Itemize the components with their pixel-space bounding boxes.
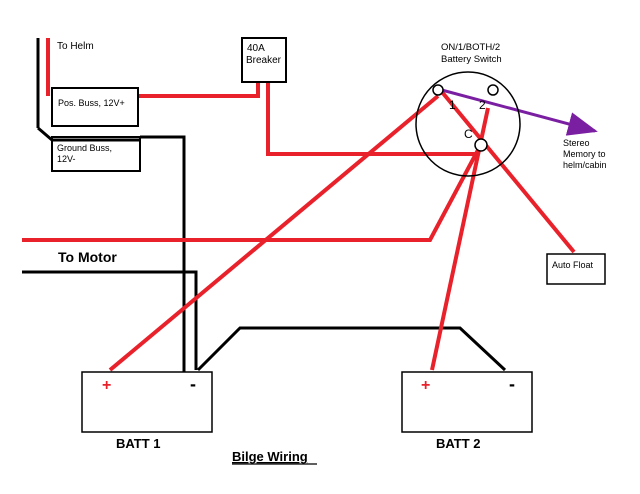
negative-wires: [22, 38, 507, 372]
battery-switch-body: [415, 71, 521, 177]
switch-terminal-2: [487, 84, 499, 96]
batt2-label: BATT 2: [436, 436, 481, 451]
battery-link-negative-wire: [196, 326, 507, 372]
switch-terminal-c: [474, 138, 488, 152]
stereo-memory-wire: [437, 87, 598, 136]
to-helm-label: To Helm: [57, 41, 94, 52]
terminal-2-label: 2: [479, 98, 486, 112]
auto-float-box: Auto Float: [546, 253, 606, 285]
stereo-label-line1: Stereo: [563, 138, 590, 148]
breaker-label-line1: 40A: [247, 43, 265, 54]
positive-wires: [22, 38, 576, 372]
ground-wire-to-batt1: [140, 135, 186, 372]
ground-buss-label-line1: Ground Buss,: [57, 143, 112, 153]
stereo-label-line2: Memory to: [563, 149, 606, 159]
to-motor-label: To Motor: [58, 249, 117, 265]
breaker-to-switch-wire: [266, 82, 476, 156]
batt2-plus-sign: +: [421, 377, 430, 394]
ground-buss-feed-wire: [37, 126, 140, 142]
pos-buss-label: Pos. Buss, 12V+: [58, 98, 125, 108]
pos-buss-to-breaker-wire: [138, 80, 260, 98]
switch-terminal-1: [432, 84, 444, 96]
batt1-minus-sign: -: [190, 374, 196, 394]
breaker-box: 40A Breaker: [241, 37, 287, 83]
switch-label-line2: Battery Switch: [441, 54, 502, 65]
diagram-caption: Bilge Wiring: [232, 449, 308, 464]
batt1-label: BATT 1: [116, 436, 161, 451]
breaker-label-line2: Breaker: [246, 55, 282, 66]
batt1-plus-sign: +: [102, 377, 111, 394]
auto-float-wire: [440, 90, 576, 254]
battery-switch: 1 2 C: [415, 71, 521, 177]
battery-2: + -: [401, 371, 533, 433]
terminal-c-label: C: [464, 127, 473, 141]
motor-positive-wire: [22, 149, 480, 242]
motor-negative-wire: [22, 270, 198, 370]
terminal-1-label: 1: [449, 98, 456, 112]
switch-label-line1: ON/1/BOTH/2: [441, 42, 500, 53]
stereo-label-line3: helm/cabin: [563, 160, 607, 170]
ground-buss-label-line2: 12V-: [57, 154, 76, 164]
battery-1: + -: [81, 371, 213, 433]
pos-buss-box: Pos. Buss, 12V+: [51, 87, 139, 127]
auto-float-label: Auto Float: [552, 260, 594, 270]
ground-buss-box: Ground Buss, 12V-: [51, 136, 141, 172]
batt2-positive-wire: [430, 107, 490, 371]
batt1-positive-wire: [108, 94, 440, 372]
batt2-minus-sign: -: [509, 374, 515, 394]
